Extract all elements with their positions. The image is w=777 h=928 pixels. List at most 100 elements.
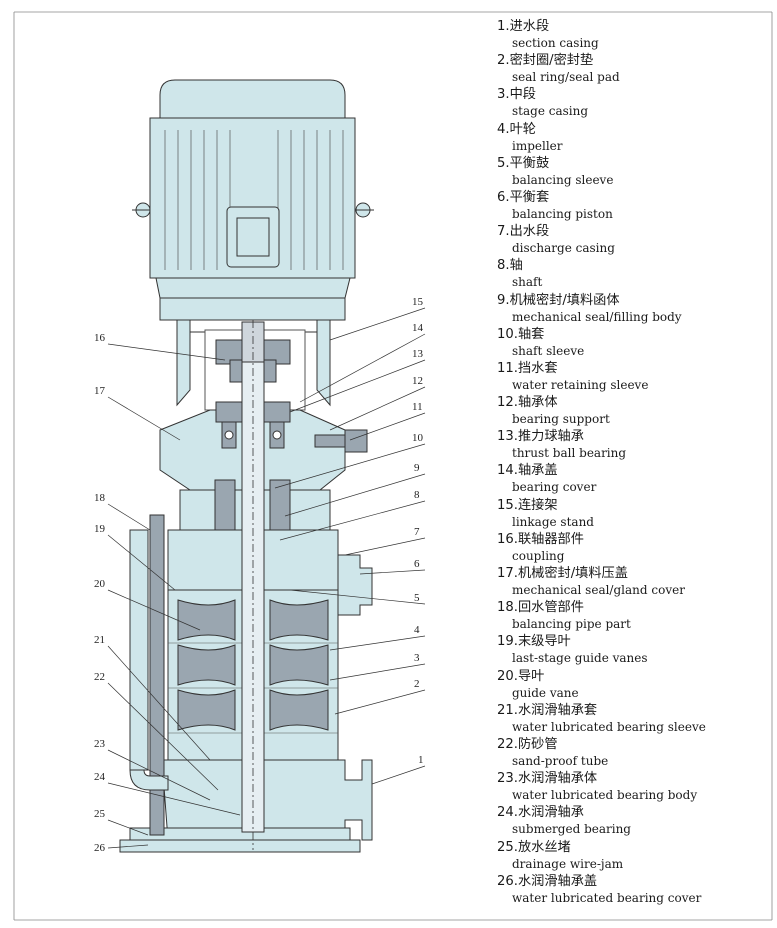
- legend-item-english-label: water lubricated bearing cover: [512, 890, 702, 905]
- legend-item-english-label: coupling: [512, 548, 565, 563]
- legend-item-english-label: balancing piston: [512, 206, 613, 221]
- callout-14: 14: [412, 322, 424, 334]
- legend-item-chinese-text: 水润滑轴承体: [517, 771, 598, 787]
- callout-9: 9: [414, 462, 420, 474]
- legend-item-chinese-label: 26.水润滑轴承盖: [497, 873, 767, 890]
- callout-23: 23: [94, 738, 106, 750]
- legend-item-chinese-text: 密封圈/密封垫: [509, 53, 594, 69]
- legend-item-chinese-label: 23.水润滑轴承体: [497, 770, 767, 787]
- legend-item-chinese-label: 20.导叶: [497, 668, 767, 685]
- legend-item-chinese-label: 24.水润滑轴承: [497, 804, 767, 821]
- legend-item-separator: .: [513, 497, 518, 513]
- callout-numbers: 15 14 13 12 11 10 9 8 7 6 5 4 3 2 1 16 1…: [94, 296, 424, 854]
- legend-item-number: 5: [497, 155, 506, 171]
- callout-21: 21: [94, 634, 105, 646]
- legend-item-number: 11: [497, 360, 514, 376]
- legend-item-number: 4: [497, 121, 506, 137]
- legend-item-english-label: shaft: [512, 275, 543, 290]
- legend-item-separator: .: [513, 531, 518, 547]
- legend-item-chinese-text: 平衡套: [509, 189, 550, 205]
- legend-item-chinese-label: 18.回水管部件: [497, 599, 767, 616]
- legend-item-number: 9: [497, 292, 506, 308]
- callout-2: 2: [414, 678, 420, 690]
- balancing-pipe: [129, 514, 169, 836]
- legend-item-number: 16: [497, 531, 514, 547]
- legend-item-chinese-label: 14.轴承盖: [497, 462, 767, 479]
- leader-lines-right: [274, 307, 426, 785]
- legend-item-number: 2: [497, 53, 506, 69]
- legend-item-english-label: water retaining sleeve: [512, 377, 649, 392]
- callout-12: 12: [412, 375, 423, 387]
- callout-18: 18: [94, 492, 106, 504]
- callout-19: 19: [94, 523, 106, 535]
- callout-11: 11: [412, 401, 423, 413]
- legend-item-number: 1: [497, 19, 506, 34]
- callout-3: 3: [414, 652, 420, 664]
- legend-item-chinese-text: 导叶: [517, 668, 545, 684]
- legend-item-chinese-text: 机械密封/填料函体: [509, 292, 620, 308]
- legend-item-chinese-text: 轴承盖: [517, 463, 558, 479]
- callout-7: 7: [414, 526, 420, 538]
- legend-item-number: 17: [497, 566, 514, 581]
- legend-item-english-label: shaft sleeve: [512, 343, 585, 358]
- legend-item-chinese-label: 8.轴: [497, 257, 767, 274]
- legend-item-separator: .: [513, 771, 518, 787]
- legend-item-english-label: mechanical seal/filling body: [512, 309, 682, 324]
- legend-item-english-label: last-stage guide vanes: [512, 651, 648, 666]
- legend-item-english-label: water lubricated bearing body: [512, 788, 698, 803]
- motor-flange: [155, 277, 351, 299]
- legend-item-chinese-text: 出水段: [509, 224, 550, 240]
- legend-item-chinese-text: 水润滑轴承: [517, 805, 584, 821]
- motor-fan-cover: [159, 79, 346, 119]
- legend-item-number: 23: [497, 771, 514, 787]
- legend-item-chinese-label: 17.机械密封/填料压盖: [497, 565, 767, 582]
- legend-item-number: 13: [497, 429, 514, 445]
- legend-item-number: 26: [497, 873, 514, 889]
- legend-item-number: 18: [497, 600, 514, 616]
- legend-item-chinese-label: 25.放水丝堵: [497, 839, 767, 856]
- legend-item-separator: .: [505, 224, 510, 240]
- legend-item-chinese-text: 轴承体: [517, 395, 558, 411]
- legend-item-english-label: bearing support: [512, 412, 610, 427]
- motor-cooling-fins: [164, 130, 344, 270]
- legend-item-english-label: balancing pipe part: [512, 617, 631, 632]
- legend-item-separator: .: [513, 702, 518, 718]
- legend-item-separator: .: [513, 600, 518, 616]
- legend-item-chinese-label: 2.密封圈/密封垫: [497, 52, 767, 69]
- legend-item-separator: .: [505, 121, 510, 137]
- legend-item-chinese-label: 9.机械密封/填料函体: [497, 292, 767, 309]
- legend-item-separator: .: [513, 668, 518, 684]
- legend-item-english-label: seal ring/seal pad: [512, 70, 620, 85]
- legend-item-separator: .: [505, 292, 510, 308]
- legend-item-separator: .: [513, 566, 518, 581]
- legend-item-english-label: submerged bearing: [512, 822, 631, 837]
- legend-item-chinese-text: 连接架: [517, 497, 558, 513]
- legend-item-chinese-label: 6.平衡套: [497, 189, 767, 206]
- legend-item-chinese-label: 15.连接架: [497, 497, 767, 514]
- callout-24: 24: [94, 771, 106, 783]
- legend-item-chinese-label: 1.进水段: [497, 18, 767, 35]
- legend-item-number: 25: [497, 839, 514, 855]
- legend-item-separator: .: [513, 805, 518, 821]
- legend-item-chinese-text: 末级导叶: [517, 634, 571, 650]
- legend-item-chinese-text: 进水段: [509, 19, 550, 34]
- callout-4: 4: [414, 624, 420, 636]
- callout-6: 6: [414, 558, 420, 570]
- legend-item-chinese-label: 19.末级导叶: [497, 633, 767, 650]
- legend-item-chinese-text: 联轴器部件: [517, 531, 584, 547]
- legend-item-english-label: mechanical seal/gland cover: [512, 583, 685, 597]
- legend-item-chinese-label: 12.轴承体: [497, 394, 767, 411]
- callout-8: 8: [414, 489, 420, 501]
